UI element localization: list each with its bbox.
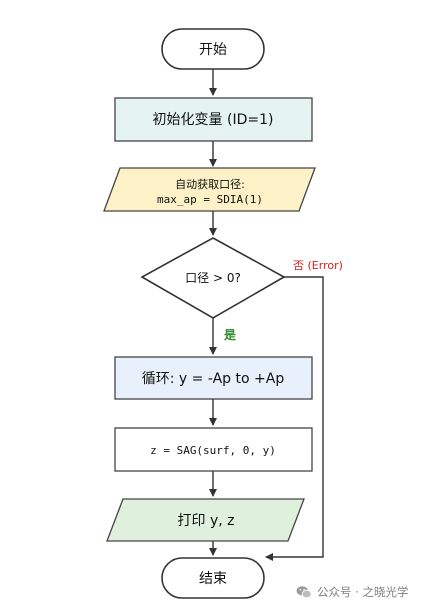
start-node: 开始 [161,28,265,70]
watermark-text: 公众号 · 之晓光学 [317,585,409,599]
end-node: 结束 [161,557,265,599]
yes-label: 是 [223,328,237,342]
watermark: 公众号 · 之晓光学 [296,584,408,600]
input-node: 自动获取口径: max_ap = SDIA(1) [103,167,316,212]
wechat-icon [296,586,312,599]
arrow-error-end [265,276,324,561]
decision-label: 口径 > 0? [185,271,241,285]
calc-label: z = SAG(surf, 0, y) [150,444,276,457]
error-label: 否 (Error) [293,259,343,272]
print-label: 打印 y, z [178,512,235,529]
init-label: 初始化变量 (ID=1) [153,111,274,128]
calc-node: z = SAG(surf, 0, y) [114,427,313,472]
input-label-line1: 自动获取口径: [175,178,245,191]
print-node: 打印 y, z [106,498,305,542]
init-node: 初始化变量 (ID=1) [114,97,313,142]
decision-node: 口径 > 0? [140,237,286,319]
loop-node: 循环: y = -Ap to +Ap [114,356,313,400]
end-label: 结束 [199,571,227,587]
loop-label: 循环: y = -Ap to +Ap [142,371,285,387]
input-label-line2: max_ap = SDIA(1) [157,193,263,206]
start-label: 开始 [199,42,227,58]
